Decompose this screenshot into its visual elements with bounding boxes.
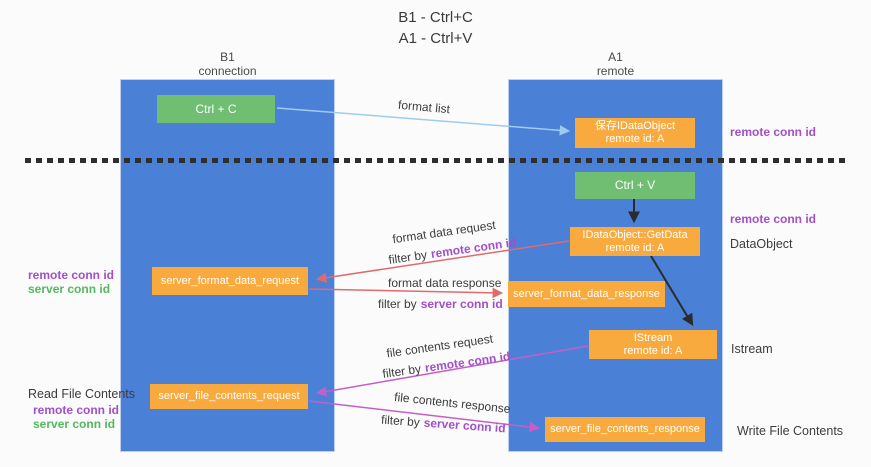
save-idataobject-line2: remote id: A [605, 133, 665, 145]
lane-header-b1: B1 connection [120, 50, 335, 78]
filter-by-text: filter by [380, 412, 421, 430]
lane-b1-subtitle: connection [198, 64, 257, 78]
annotation-read-file-contents: Read File Contents [28, 387, 136, 401]
annotation-remote-conn-id-top: remote conn id [730, 125, 817, 139]
ctrl-c-label: Ctrl + C [195, 101, 237, 116]
dashed-separator-line [25, 158, 849, 163]
ctrl-v-label: Ctrl + V [614, 178, 656, 192]
save-idataobject-line1: 保存IDataObject [594, 120, 676, 132]
arrow-file-contents-response [308, 400, 541, 433]
node-ctrl-v: Ctrl + V [575, 172, 695, 199]
server-format-data-request-label: server_format_data_request [160, 274, 300, 287]
lane-a1-subtitle: remote [596, 64, 635, 78]
title-line-1: B1 - Ctrl+C [398, 9, 473, 26]
lane-header-a1: A1 remote [508, 50, 723, 78]
istream-line1: IStream [633, 331, 673, 344]
node-idataobject-getdata: IDataObject::GetData remote id: A [570, 227, 700, 256]
annotation-left-file-server: server conn id [33, 417, 116, 431]
istream-line2: remote id: A [623, 344, 683, 357]
annotation-write-file-contents: Write File Contents [737, 424, 844, 438]
node-server-format-data-response: server_format_data_response [508, 281, 665, 307]
node-ctrl-c: Ctrl + C [157, 95, 275, 123]
server-file-contents-response-label: server_file_contents_response [550, 423, 700, 435]
getdata-line1: IDataObject::GetData [582, 228, 688, 241]
node-server-file-contents-response: server_file_contents_response [545, 417, 705, 442]
node-server-format-data-request: server_format_data_request [152, 267, 308, 295]
node-istream: IStream remote id: A [589, 330, 717, 359]
annotation-istream: Istream [731, 342, 773, 356]
label-format-data-response: format data response [388, 276, 502, 290]
arrow-format-data-request [315, 240, 570, 283]
lane-a1-title: A1 [608, 50, 623, 64]
annotation-remote-conn-id-mid: remote conn id [730, 212, 817, 226]
diagram-title: B1 - Ctrl+C A1 - Ctrl+V [0, 7, 871, 49]
arrow-format-data-response [308, 287, 504, 299]
node-save-idataobject: 保存IDataObject remote id: A [575, 118, 695, 148]
server-file-contents-request-label: server_file_contents_request [158, 390, 300, 402]
annotation-left-file-remote: remote conn id [33, 403, 120, 417]
server-conn-id-text: server conn id [420, 297, 503, 311]
annotation-left-fmt-remote: remote conn id [28, 268, 115, 282]
getdata-line2: remote id: A [605, 241, 665, 254]
node-server-file-contents-request: server_file_contents_request [150, 384, 308, 409]
title-line-2: A1 - Ctrl+V [398, 30, 473, 47]
server-format-data-response-label: server_format_data_response [513, 287, 660, 300]
annotation-dataobject: DataObject [730, 237, 793, 251]
annotation-left-fmt-server: server conn id [28, 282, 111, 296]
filter-by-text: filter by [378, 297, 417, 311]
arrow-file-contents-request [315, 345, 589, 397]
arrow-getdata-to-istream [650, 255, 694, 327]
arrow-format-list [276, 107, 571, 136]
lane-b1-title: B1 [220, 50, 235, 64]
